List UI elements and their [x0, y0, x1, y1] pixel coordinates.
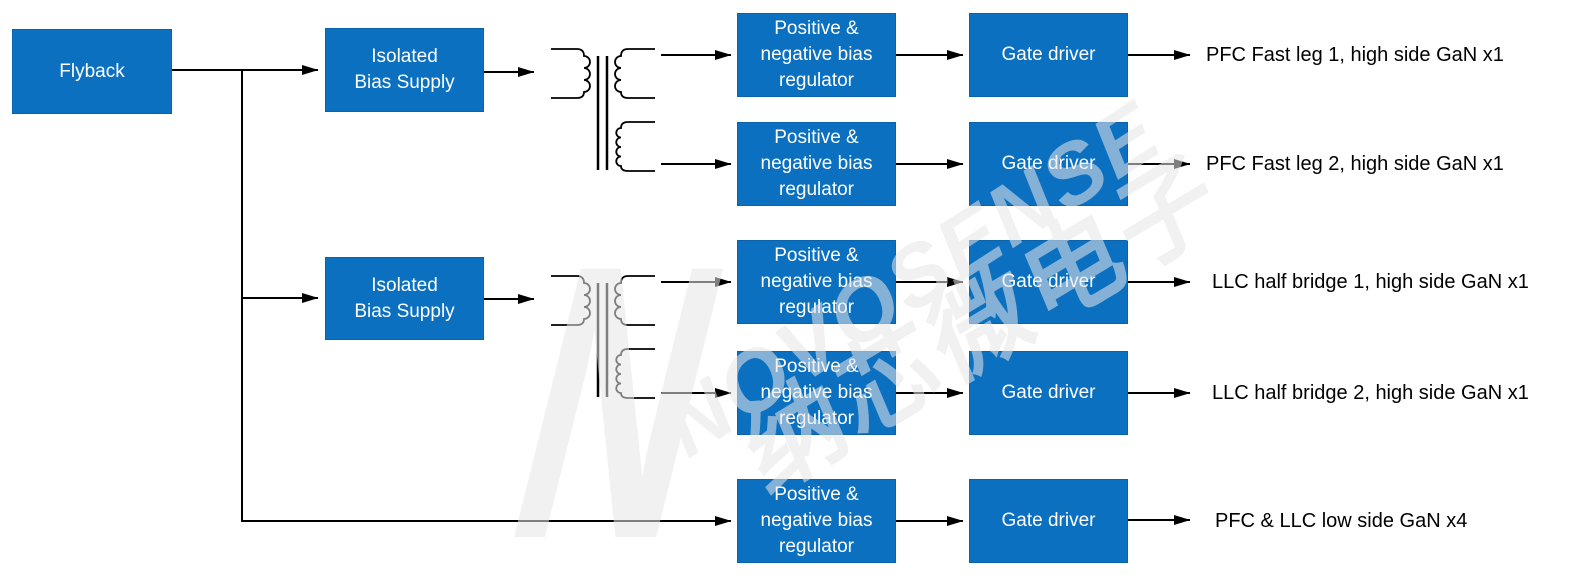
- gate-driver-5-block: Gate driver: [969, 479, 1128, 563]
- connector-branch-to-regulator5: [241, 70, 732, 526]
- transformer-2-secondary-coil-bottom: [615, 348, 655, 399]
- isolated-bias-supply-2-block: Isolated Bias Supply: [325, 257, 484, 340]
- output-label-llc-half-bridge-2: LLC half bridge 2, high side GaN x1: [1212, 382, 1529, 404]
- bias-regulator-1-block: Positive & negative bias regulator: [737, 13, 896, 97]
- gate-driver-2-block: Gate driver: [969, 122, 1128, 206]
- transformer-1-primary-coil: [551, 48, 591, 99]
- transformer-1: [551, 48, 655, 172]
- transformer-2: [551, 275, 655, 399]
- bias-regulator-2-block: Positive & negative bias regulator: [737, 122, 896, 206]
- transformer-1-secondary-coil-bottom: [615, 121, 655, 172]
- flyback-block: Flyback: [12, 29, 172, 114]
- isolated-bias-supply-1-block: Isolated Bias Supply: [325, 28, 484, 112]
- gate-driver-1-block: Gate driver: [969, 13, 1128, 97]
- bias-regulator-3-block: Positive & negative bias regulator: [737, 240, 896, 324]
- transformer-2-secondary-coil-top: [614, 275, 655, 326]
- transformer-1-secondary-coil-top: [614, 48, 655, 99]
- bias-regulator-5-block: Positive & negative bias regulator: [737, 479, 896, 563]
- gate-driver-3-block: Gate driver: [969, 240, 1128, 324]
- output-label-pfc-fast-leg-1: PFC Fast leg 1, high side GaN x1: [1206, 44, 1504, 66]
- output-label-low-side: PFC & LLC low side GaN x4: [1215, 510, 1468, 532]
- output-label-pfc-fast-leg-2: PFC Fast leg 2, high side GaN x1: [1206, 153, 1504, 175]
- gate-driver-4-block: Gate driver: [969, 351, 1128, 435]
- bias-regulator-4-block: Positive & negative bias regulator: [737, 351, 896, 435]
- transformer-2-primary-coil: [551, 275, 591, 326]
- output-label-llc-half-bridge-1: LLC half bridge 1, high side GaN x1: [1212, 271, 1529, 293]
